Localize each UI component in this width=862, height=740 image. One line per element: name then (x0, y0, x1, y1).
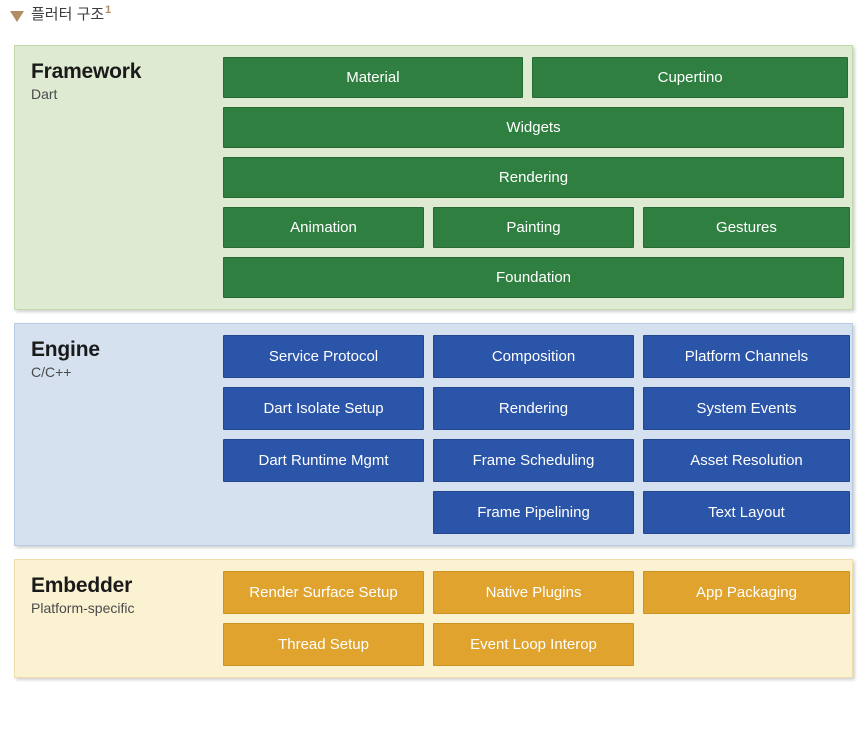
module-box-frame-pipelining[interactable]: Frame Pipelining (433, 491, 634, 534)
layer-subtitle-embedder: Platform-specific (31, 600, 135, 616)
figure-caption-label: 플러터 구조 (31, 6, 105, 23)
module-box-spacer (643, 623, 850, 666)
figure-caption-text: 플러터 구조1 (31, 4, 111, 26)
module-box-dart-runtime-mgmt[interactable]: Dart Runtime Mgmt (223, 439, 425, 482)
module-row: Foundation (223, 257, 844, 298)
layer-subtitle-framework: Dart (31, 86, 58, 102)
module-box-platform-channels[interactable]: Platform Channels (643, 335, 850, 378)
module-box-painting[interactable]: Painting (433, 207, 634, 248)
module-box-thread-setup[interactable]: Thread Setup (223, 623, 425, 666)
module-box-animation[interactable]: Animation (223, 207, 425, 248)
module-box-event-loop-interop[interactable]: Event Loop Interop (433, 623, 634, 666)
module-row: Widgets (223, 107, 844, 148)
module-box-gestures[interactable]: Gestures (643, 207, 850, 248)
module-box-cupertino[interactable]: Cupertino (531, 57, 849, 98)
module-box-material[interactable]: Material (223, 57, 523, 98)
figure-caption-footnote: 1 (105, 4, 112, 16)
module-box-render-surface-setup[interactable]: Render Surface Setup (223, 571, 425, 614)
layer-title-embedder: Embedder (31, 574, 133, 597)
figure-caption[interactable]: 플러터 구조1 (10, 4, 111, 28)
triangle-down-icon[interactable] (10, 11, 24, 22)
module-box-frame-scheduling[interactable]: Frame Scheduling (433, 439, 634, 482)
module-box-rendering[interactable]: Rendering (223, 157, 844, 198)
module-box-service-protocol[interactable]: Service Protocol (223, 335, 425, 378)
module-box-text-layout[interactable]: Text Layout (643, 491, 850, 534)
module-box-app-packaging[interactable]: App Packaging (643, 571, 850, 614)
module-box-composition[interactable]: Composition (433, 335, 634, 378)
module-box-spacer (223, 491, 424, 534)
module-row: Rendering (223, 157, 844, 198)
layer-subtitle-engine: C/C++ (31, 364, 72, 380)
layer-title-framework: Framework (31, 60, 142, 83)
module-box-system-events[interactable]: System Events (643, 387, 850, 430)
layer-title-engine: Engine (31, 338, 100, 361)
module-box-native-plugins[interactable]: Native Plugins (433, 571, 634, 614)
module-box-asset-resolution[interactable]: Asset Resolution (643, 439, 850, 482)
module-box-widgets[interactable]: Widgets (223, 107, 844, 148)
module-box-rendering[interactable]: Rendering (433, 387, 634, 430)
module-box-foundation[interactable]: Foundation (223, 257, 844, 298)
module-box-dart-isolate-setup[interactable]: Dart Isolate Setup (223, 387, 425, 430)
